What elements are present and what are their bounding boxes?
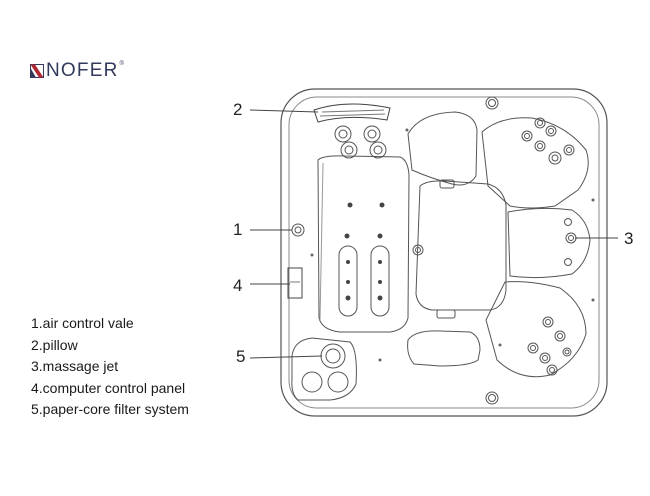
side-seat-right (507, 207, 591, 279)
filter-cartridge-top (320, 343, 346, 369)
cup-holder-top (485, 96, 499, 110)
leg-channel-left (338, 245, 358, 317)
corner-seat-bottom-right (485, 281, 587, 378)
control-panel (287, 267, 303, 299)
callout-4: 4 (233, 276, 243, 295)
leg-channel-right (370, 245, 390, 317)
callout-3: 3 (624, 229, 634, 248)
callout-5: 5 (236, 347, 246, 366)
legend-item: 3.massage jet (31, 358, 119, 374)
filter-cartridge-right (327, 371, 349, 393)
footwell-drain-bottom (436, 309, 456, 319)
component-legend: 1.air control vale 2.pillow 3.massage je… (31, 313, 189, 421)
bench-seat-top (407, 111, 478, 186)
callout-leader-lines (249, 109, 618, 359)
cup-holder-bottom (485, 391, 499, 405)
massage-jets-top-right (521, 117, 575, 165)
legend-item: 5.paper-core filter system (31, 401, 189, 417)
leader-2 (249, 109, 319, 113)
registered-mark: ® (119, 61, 124, 67)
callout-1: 1 (233, 220, 243, 239)
brand-name: NOFER (46, 60, 119, 81)
rim-dots (310, 128, 595, 362)
filter-cartridge-left (301, 371, 323, 393)
lounger-jets (344, 202, 385, 301)
massage-jets-bottom-right (527, 316, 572, 376)
corner-seat-top-right (481, 117, 589, 209)
step-seat-bottom (407, 330, 481, 367)
massage-jets-right (564, 218, 577, 266)
legend-item: 2.pillow (31, 336, 78, 353)
pillow (313, 103, 391, 123)
brand-logo: NOFER ® (30, 60, 124, 81)
footwell (415, 180, 507, 311)
filter-housing (291, 337, 357, 401)
legend-item: 1.air control vale (31, 315, 134, 331)
leader-5 (249, 355, 323, 359)
logo-mark-icon (30, 64, 44, 78)
lounger-seat (317, 155, 410, 333)
legend-item: 4.computer control panel (31, 379, 186, 396)
headrest-jets (334, 125, 387, 159)
tub-outer-shell (280, 88, 608, 417)
air-control-valve (291, 223, 305, 237)
pillow-texture (319, 109, 386, 117)
callout-2: 2 (233, 100, 243, 119)
tub-inner-rim (288, 96, 600, 409)
footwell-jet (412, 244, 424, 256)
